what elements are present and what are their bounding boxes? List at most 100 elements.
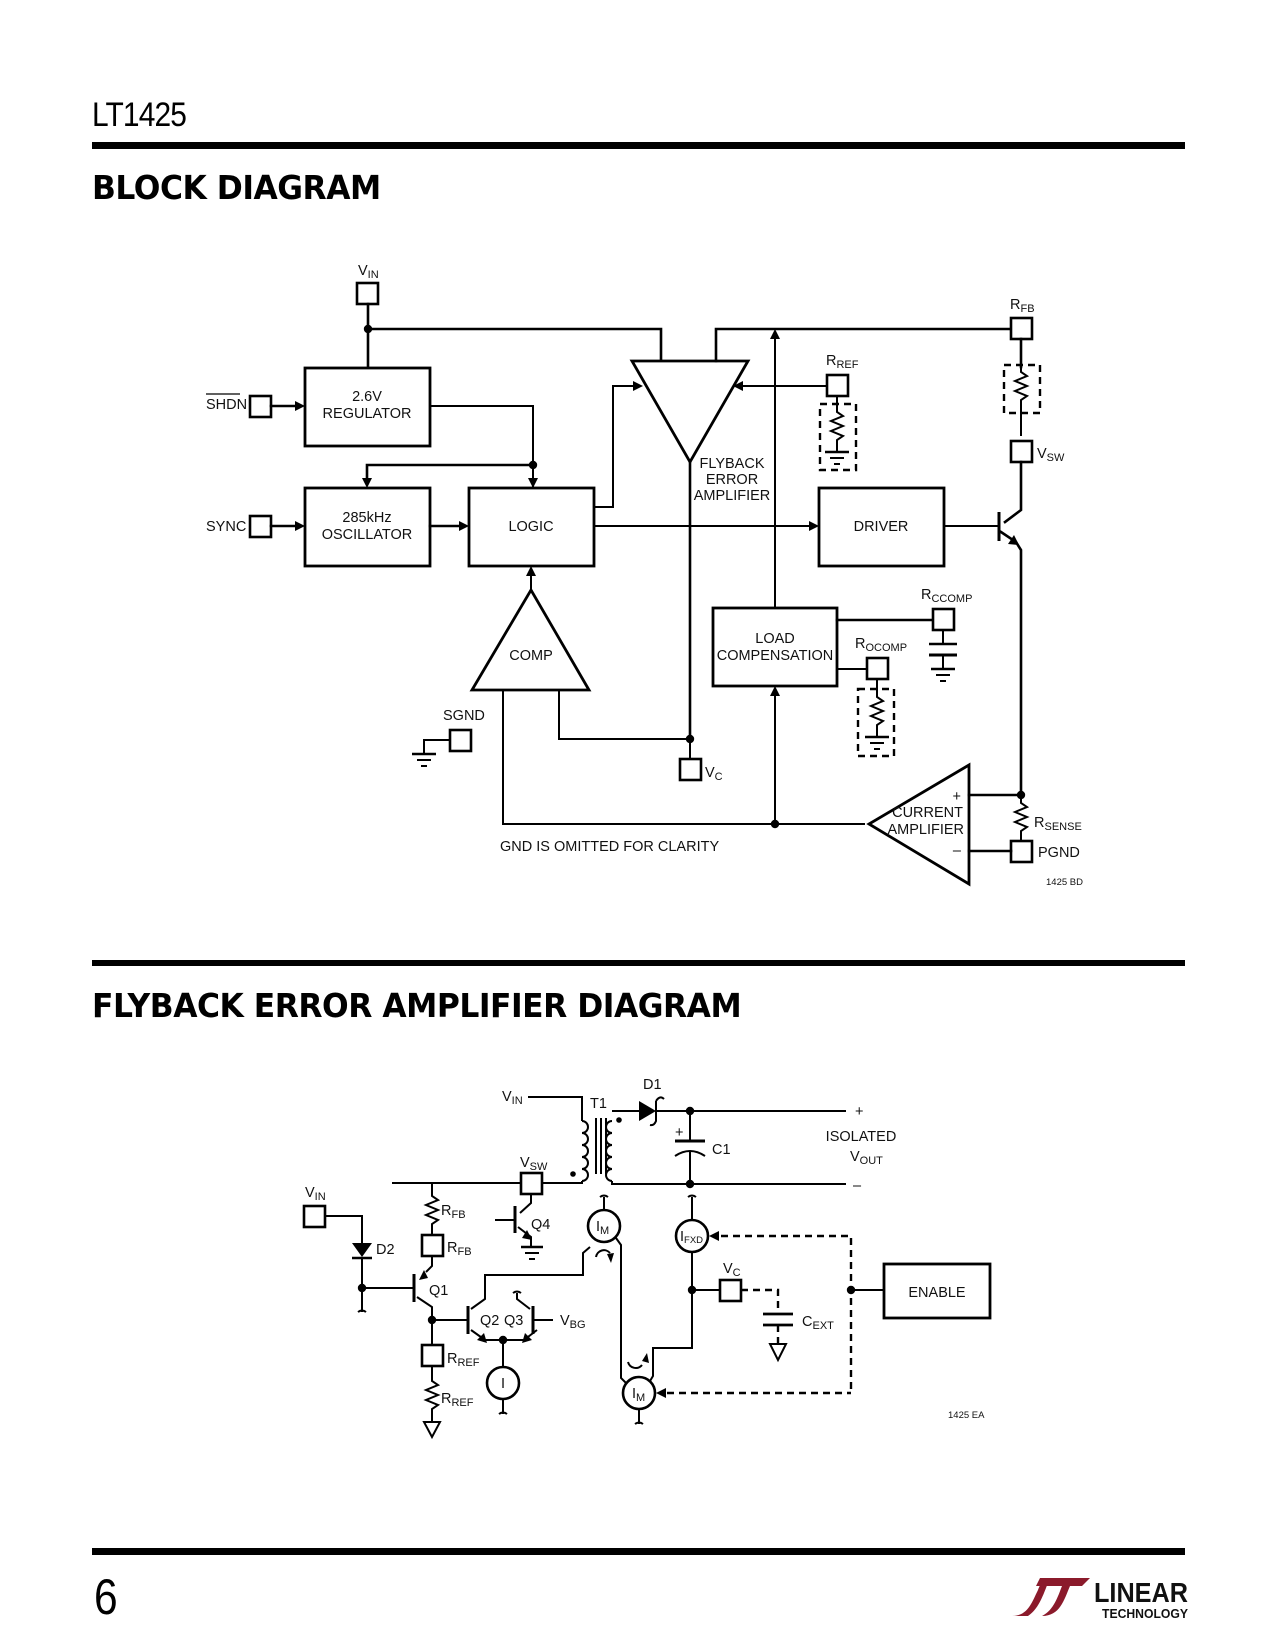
current-source-terminal <box>687 1194 697 1198</box>
driver-block <box>817 486 946 568</box>
footer-rule <box>92 1548 1185 1555</box>
rref-resistor <box>828 396 846 452</box>
cext-connection <box>741 1288 780 1314</box>
logic-label: LOGIC <box>508 519 553 535</box>
rref-pin-label: RREF <box>447 1351 480 1369</box>
section-rule <box>92 960 1185 966</box>
comparator <box>469 587 592 692</box>
q2-label: Q2 <box>480 1313 499 1329</box>
external-component-outline <box>818 402 858 472</box>
arrow-head <box>295 521 305 531</box>
figure-id: 1425 BD <box>1046 877 1083 888</box>
junction-dot <box>685 1179 695 1189</box>
current-mirror-im-bottom <box>621 1375 657 1411</box>
rsense-resistor <box>1012 795 1030 841</box>
enable-control-line <box>721 1234 853 1393</box>
vbg-label: VBG <box>560 1313 586 1331</box>
im-bot-label: IM <box>632 1386 645 1404</box>
regulator-out-wire <box>430 405 534 491</box>
arrow-head <box>633 381 643 391</box>
vin-left-pin <box>302 1204 327 1229</box>
logic-block <box>467 486 596 568</box>
junction-dot <box>846 1285 856 1295</box>
c1-plus-sign: + <box>675 1125 683 1141</box>
driver-label: DRIVER <box>854 519 909 535</box>
oscillator-label-2: OSCILLATOR <box>322 527 413 543</box>
vin-to-amp-wire <box>366 327 663 363</box>
linear-technology-logo: LINEAR TECHNOLOGY <box>1012 1577 1188 1621</box>
rref-pin-label: RREF <box>826 353 859 371</box>
q3-collector-wire <box>516 1293 531 1310</box>
q3-label: Q3 <box>504 1313 523 1329</box>
c1-capacitor-icon <box>674 1150 706 1157</box>
rfb-pin <box>1009 316 1034 341</box>
mirror-arrow-icon <box>627 1361 643 1369</box>
enable-block <box>882 1262 992 1320</box>
current-source-i <box>485 1365 521 1401</box>
vc-pin <box>718 1278 743 1303</box>
cext-label: CEXT <box>802 1314 834 1332</box>
arrow-head <box>526 566 536 576</box>
sync-pin <box>248 514 273 539</box>
current-amplifier <box>866 762 971 887</box>
gnd-note: GND IS OMITTED FOR CLARITY <box>500 839 719 855</box>
vout-label: VOUT <box>850 1149 883 1167</box>
block-diagram-heading: Block Diagram <box>92 168 381 207</box>
regulator-label-1: 2.6V <box>352 389 382 405</box>
rref-pin <box>420 1343 445 1368</box>
rref-resistor <box>423 1366 441 1422</box>
arrow-head <box>770 329 780 339</box>
arrow-head <box>656 1388 666 1398</box>
d1-schottky-bar <box>649 1096 665 1127</box>
i-source-label: I <box>501 1376 505 1392</box>
vout-plus-sign: + <box>855 1104 863 1120</box>
rref-pin <box>825 373 850 398</box>
current-source-terminal <box>634 1421 644 1425</box>
flyback-amp-label-2: ERROR <box>706 472 758 488</box>
enable-label: ENABLE <box>908 1285 966 1301</box>
load-compensation-block <box>711 606 839 688</box>
polarity-dot <box>570 1171 576 1177</box>
logo-mark-right <box>1036 1578 1090 1616</box>
comp-vc-wire <box>558 690 690 740</box>
mirror-to-vc-wire <box>649 1293 693 1382</box>
vin-wire <box>528 1096 583 1121</box>
minus-sign: – <box>953 843 962 859</box>
rfb-pin-label: RFB <box>447 1240 472 1258</box>
part-number: LT1425 <box>92 96 187 134</box>
flyback-amp-label-1: FLYBACK <box>699 456 764 472</box>
arrow-head <box>607 1253 614 1263</box>
arrow-head <box>528 478 538 488</box>
rfb-pin-label: RFB <box>1010 297 1035 315</box>
vout-minus-wire <box>611 1181 846 1185</box>
current-source-ifxd <box>674 1218 710 1254</box>
ground-icon <box>422 1421 442 1440</box>
header-rule <box>92 142 1185 149</box>
vc-label: VC <box>723 1261 741 1279</box>
rsense-label: RSENSE <box>1034 815 1082 833</box>
vin-pin-label: VIN <box>358 263 379 281</box>
external-component-outline <box>856 687 896 758</box>
wire <box>519 1194 532 1214</box>
logic-to-amp-wire <box>594 385 635 508</box>
rfb-resistor <box>423 1183 441 1235</box>
emitter-wire <box>999 530 1023 797</box>
current-source-terminal <box>599 1194 609 1198</box>
sgnd-pin-label: SGND <box>443 708 485 724</box>
regulator-to-osc-wire <box>365 463 535 482</box>
comp-current-wire <box>502 690 865 825</box>
rccomp-pin <box>931 607 956 632</box>
q4-emitter-wire <box>517 1226 532 1247</box>
pgnd-pin <box>1009 839 1034 864</box>
arrow-head <box>642 1353 649 1363</box>
junction-dot <box>687 1285 697 1295</box>
rocomp-resistor <box>868 679 886 737</box>
rfb-resistor <box>1012 367 1030 436</box>
d2-diode-icon <box>352 1243 372 1257</box>
arrow-head <box>770 686 780 696</box>
transformer-primary <box>581 1120 589 1182</box>
vsw-pin <box>1009 439 1034 464</box>
d2-label: D2 <box>376 1242 395 1258</box>
vc-pin-label: VC <box>705 765 723 783</box>
vin-top-label: VIN <box>502 1089 523 1107</box>
